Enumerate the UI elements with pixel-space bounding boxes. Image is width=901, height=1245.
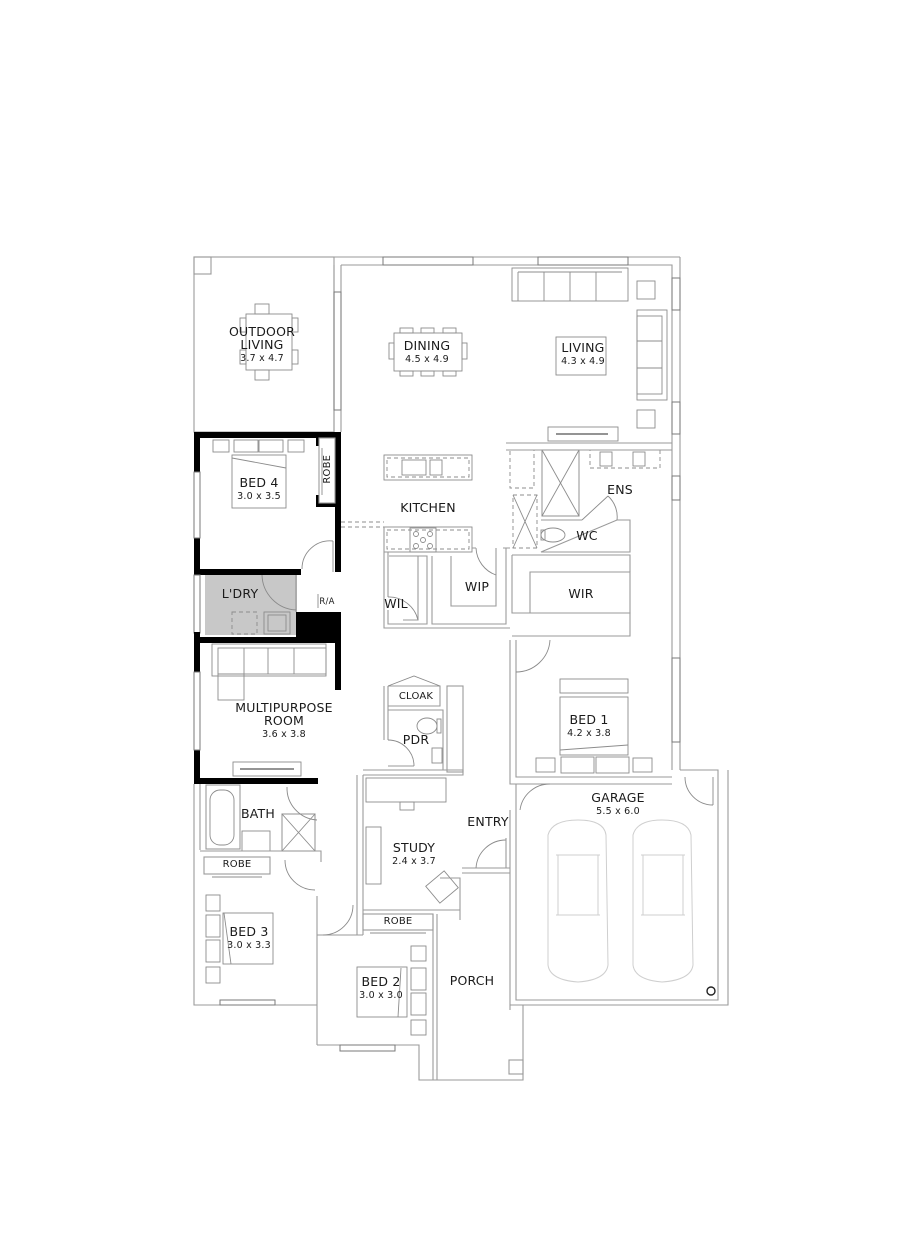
room-bed2: BED 2 3.0 x 3.0 xyxy=(359,975,403,1001)
room-wc: WC xyxy=(576,529,598,542)
room-wir: WIR xyxy=(568,587,593,600)
room-bed4: BED 4 3.0 x 3.5 xyxy=(237,476,281,502)
room-wip: WIP xyxy=(465,580,489,593)
room-ra-label: R/A xyxy=(319,598,334,607)
room-laundry: L'DRY xyxy=(222,587,259,600)
room-name: WC xyxy=(576,528,598,543)
bath-bed3-walls xyxy=(193,784,322,1006)
living-furniture xyxy=(388,267,668,442)
room-name: KITCHEN xyxy=(400,500,456,515)
room-name: WIL xyxy=(384,596,408,611)
laundry-walls xyxy=(193,574,341,690)
room-outdoor-living: OUTDOOR LIVING 3.7 x 4.7 xyxy=(229,325,295,364)
room-name: CLOAK xyxy=(398,691,434,702)
room-name: PDR xyxy=(402,732,430,747)
garage-walls xyxy=(510,769,729,1006)
cloak-pdr-walls xyxy=(356,675,464,935)
room-name: OUTDOOR xyxy=(228,324,296,339)
room-name: STUDY xyxy=(392,840,436,855)
room-name: DINING xyxy=(403,338,451,353)
room-multipurpose: MULTIPURPOSE ROOM 3.6 x 3.8 xyxy=(235,701,332,740)
multipurpose-walls xyxy=(193,637,341,784)
room-dimensions: 2.4 x 3.7 xyxy=(392,856,436,868)
room-dimensions: 3.6 x 3.8 xyxy=(262,729,306,741)
laundry-fill xyxy=(205,575,297,635)
room-name: PORCH xyxy=(449,973,495,988)
study-furniture xyxy=(363,777,551,1010)
kitchen-furniture xyxy=(383,454,473,553)
room-wil: WIL xyxy=(384,597,408,610)
room-dining: DINING 4.5 x 4.9 xyxy=(404,339,451,365)
room-living: LIVING 4.3 x 4.9 xyxy=(561,341,605,367)
room-cloak: CLOAK xyxy=(398,691,434,703)
room-name: R/A xyxy=(319,597,335,607)
bed1-walls xyxy=(509,639,672,785)
room-study: STUDY 2.4 x 3.7 xyxy=(392,841,436,867)
house-outline xyxy=(333,256,681,770)
room-porch: PORCH xyxy=(450,974,495,987)
room-dimensions: 4.3 x 4.9 xyxy=(561,356,605,368)
room-name-line2: LIVING xyxy=(240,337,284,353)
room-study-robe: ROBE xyxy=(383,916,413,928)
room-dimensions: 4.5 x 4.9 xyxy=(405,354,449,366)
room-dimensions: 3.0 x 3.5 xyxy=(237,491,281,503)
room-name-line2: ROOM xyxy=(264,713,304,729)
room-garage: GARAGE 5.5 x 6.0 xyxy=(591,791,645,817)
room-name: ENS xyxy=(607,482,633,497)
room-dimensions: 3.7 x 4.7 xyxy=(240,353,284,365)
room-ens: ENS xyxy=(607,483,633,496)
room-name: BED 4 xyxy=(239,475,279,490)
room-bed1: BED 1 4.2 x 3.8 xyxy=(567,713,611,739)
room-dimensions: 3.0 x 3.3 xyxy=(227,940,271,952)
room-name: MULTIPURPOSE xyxy=(235,700,333,715)
ensuite-walls xyxy=(506,442,672,637)
room-name: L'DRY xyxy=(221,586,259,601)
room-name: BED 1 xyxy=(569,712,609,727)
room-name: ROBE xyxy=(383,916,413,927)
room-dimensions: 4.2 x 3.8 xyxy=(567,728,611,740)
room-bed3: BED 3 3.0 x 3.3 xyxy=(227,925,271,951)
room-name: ROBE xyxy=(321,454,333,484)
room-name: WIP xyxy=(464,579,490,594)
bed2-walls xyxy=(316,896,524,1081)
pantry-walls xyxy=(383,527,510,629)
room-name: ENTRY xyxy=(467,814,509,829)
room-entry: ENTRY xyxy=(467,815,508,828)
room-bed3-robe: ROBE xyxy=(222,859,252,871)
bed4-walls xyxy=(193,432,384,575)
room-name: ROBE xyxy=(222,859,252,870)
room-name: GARAGE xyxy=(591,790,645,805)
room-pdr: PDR xyxy=(403,733,429,746)
room-dimensions: 5.5 x 6.0 xyxy=(596,806,640,818)
room-name: WIR xyxy=(568,586,594,601)
room-name: BED 2 xyxy=(361,974,401,989)
room-name: BED 3 xyxy=(229,924,269,939)
room-kitchen: KITCHEN xyxy=(400,501,456,514)
room-bed4-robe: ROBE xyxy=(321,454,334,484)
room-dimensions: 3.0 x 3.0 xyxy=(359,990,403,1002)
room-name: LIVING xyxy=(561,340,605,355)
room-name: BATH xyxy=(241,806,275,821)
room-bath: BATH xyxy=(241,807,275,820)
